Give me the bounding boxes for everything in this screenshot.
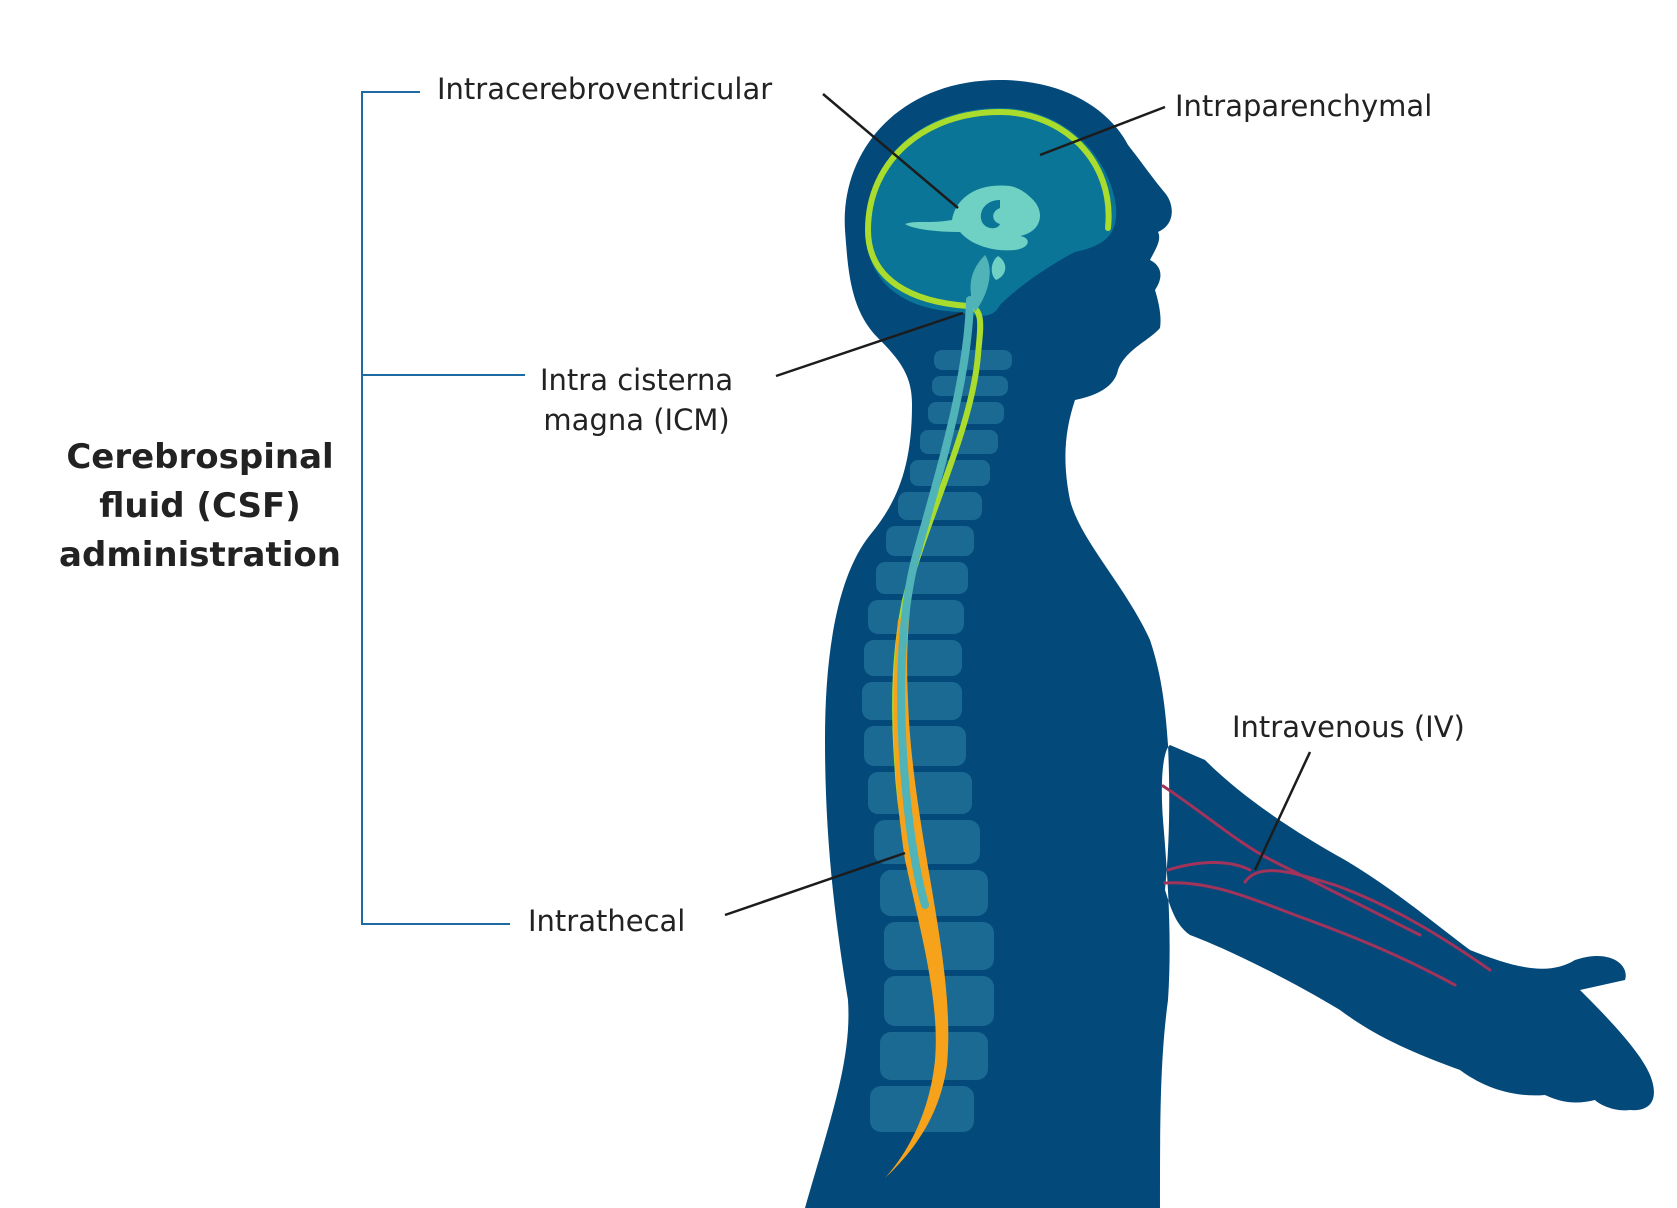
- title-line-1: Cerebrospinal: [66, 437, 334, 477]
- arm-veins: [1161, 784, 1492, 987]
- ventricle-inner-shadow: [980, 200, 1000, 229]
- label-intracerebroventricular: Intracerebroventricular: [437, 72, 773, 106]
- bracket: [361, 91, 525, 925]
- vertebrae: [862, 350, 1012, 1132]
- diagram-title: Cerebrospinal fluid (CSF) administration: [40, 433, 360, 580]
- label-intra-cisterna-magna: Intra cisterna magna (ICM): [540, 360, 733, 440]
- leader-lines: [724, 93, 1312, 917]
- spinal-cord: [897, 296, 974, 909]
- ventricles: [905, 185, 1040, 280]
- label-intrathecal: Intrathecal: [528, 904, 686, 938]
- label-intravenous: Intravenous (IV): [1232, 710, 1465, 744]
- title-line-2: fluid (CSF): [99, 486, 301, 526]
- icm-line-2: magna (ICM): [543, 403, 730, 437]
- body-silhouette: [805, 80, 1654, 1208]
- label-intraparenchymal: Intraparenchymal: [1175, 89, 1433, 123]
- brainstem: [970, 255, 990, 312]
- title-line-3: administration: [59, 535, 341, 575]
- icm-line-1: Intra cisterna: [540, 363, 734, 397]
